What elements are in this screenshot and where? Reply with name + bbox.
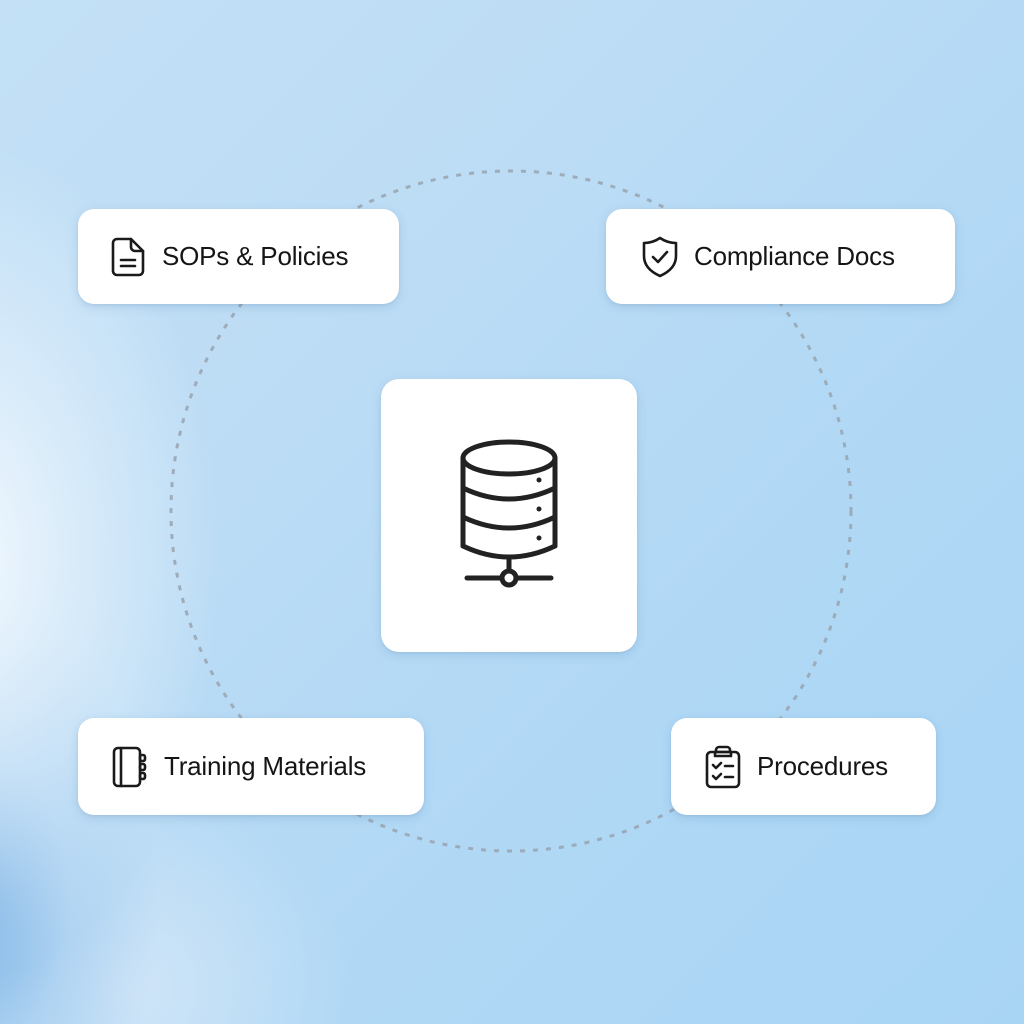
node-label: Training Materials [164,751,367,781]
node-procedures[interactable]: Procedures [671,718,936,815]
node-sops-policies[interactable]: SOPs & Policies [78,209,399,304]
node-label: SOPs & Policies [162,241,349,271]
node-label: Compliance Docs [694,241,895,271]
shield-check-icon [642,236,678,277]
document-icon [110,237,146,276]
node-label: Procedures [757,751,888,781]
central-knowledge-base-hub[interactable] [381,379,637,652]
node-training-materials[interactable]: Training Materials [78,718,424,815]
database-network-icon [459,438,559,594]
clipboard-checklist-icon [705,745,741,788]
node-compliance-docs[interactable]: Compliance Docs [606,209,955,304]
notebook-icon [112,746,148,787]
